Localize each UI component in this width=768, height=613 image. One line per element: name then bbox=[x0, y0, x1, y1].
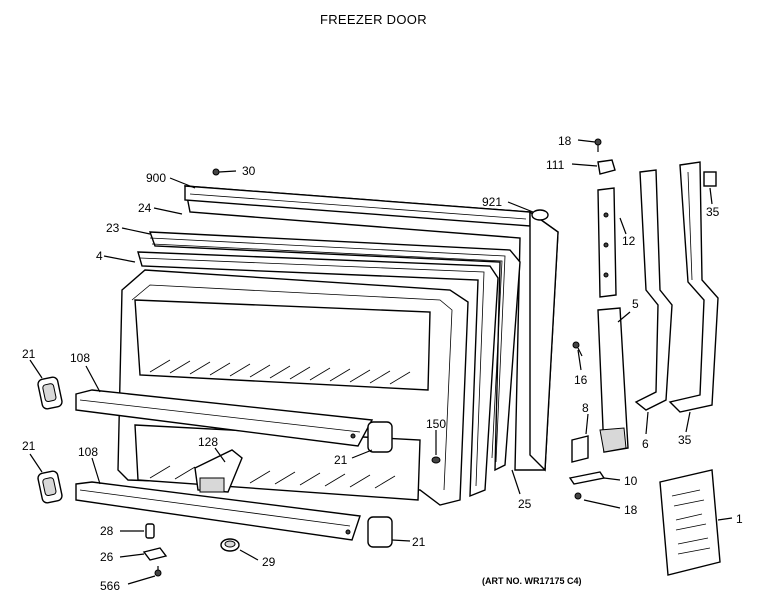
callout-128: 128 bbox=[198, 435, 218, 449]
door-stop-clip-8 bbox=[571, 435, 589, 463]
callout-900: 900 bbox=[146, 171, 166, 185]
callout-26: 26 bbox=[100, 550, 114, 564]
callout-21-right-upper: 21 bbox=[334, 453, 348, 467]
screw-18-lower bbox=[574, 492, 582, 500]
callout-150: 150 bbox=[426, 417, 446, 431]
callout-16: 16 bbox=[574, 373, 588, 387]
hinge-plate-12 bbox=[597, 187, 617, 298]
callout-25: 25 bbox=[518, 497, 532, 511]
bracket-26 bbox=[142, 547, 168, 561]
shelf-support-bracket bbox=[194, 449, 243, 493]
callout-18-bottom: 18 bbox=[624, 503, 638, 517]
callout-8: 8 bbox=[582, 401, 589, 415]
callout-23: 23 bbox=[106, 221, 120, 235]
callout-35-handle: 35 bbox=[678, 433, 692, 447]
handle-insert-35 bbox=[703, 171, 717, 187]
upper-shelf-bar bbox=[75, 389, 374, 447]
diagram-title: FREEZER DOOR bbox=[320, 12, 427, 27]
door-liner-frame bbox=[137, 251, 499, 498]
callout-24: 24 bbox=[138, 201, 152, 215]
callout-35-insert: 35 bbox=[706, 205, 720, 219]
callout-111: 111 bbox=[546, 158, 565, 172]
callout-28: 28 bbox=[100, 524, 114, 538]
callout-566: 566 bbox=[100, 579, 120, 593]
door-gasket bbox=[148, 231, 521, 472]
leader-lines bbox=[29, 139, 733, 585]
callout-6: 6 bbox=[642, 437, 649, 451]
callout-21-left-lower: 21 bbox=[22, 439, 36, 453]
shelf-end-cap-right-upper bbox=[367, 421, 393, 453]
callout-18-top: 18 bbox=[558, 134, 572, 148]
callout-4: 4 bbox=[96, 249, 103, 263]
hinge-pin-10 bbox=[568, 471, 606, 485]
door-handle-6 bbox=[634, 169, 673, 411]
inner-door-liner bbox=[117, 269, 469, 506]
hinge-top-screw bbox=[594, 138, 602, 152]
callout-21-right-lower: 21 bbox=[412, 535, 426, 549]
screw-566 bbox=[154, 566, 162, 577]
callout-21-left-upper: 21 bbox=[22, 347, 36, 361]
instruction-booklet bbox=[659, 469, 721, 576]
art-number: (ART NO. WR17175 C4) bbox=[482, 576, 582, 586]
callout-12: 12 bbox=[622, 234, 636, 248]
callout-921: 921 bbox=[482, 195, 502, 209]
outer-door-panel bbox=[184, 185, 559, 472]
plug-921 bbox=[531, 209, 549, 221]
callout-1: 1 bbox=[736, 512, 743, 526]
callout-108-lower: 108 bbox=[78, 445, 98, 459]
pin-28 bbox=[145, 523, 155, 539]
callout-29: 29 bbox=[262, 555, 276, 569]
lower-shelf-bar bbox=[75, 481, 361, 541]
shelf-end-cap-right-lower bbox=[367, 516, 393, 548]
callout-108-upper: 108 bbox=[70, 351, 90, 365]
callout-10: 10 bbox=[624, 474, 638, 488]
screw-16 bbox=[572, 341, 583, 357]
callout-5: 5 bbox=[632, 297, 639, 311]
callout-30: 30 bbox=[242, 164, 256, 178]
screw-30 bbox=[212, 168, 237, 176]
hinge-bracket-111 bbox=[597, 159, 616, 175]
door-handle-35 bbox=[668, 161, 719, 413]
callout-labels: 18 111 30 900 921 24 23 4 12 35 5 16 21 … bbox=[22, 134, 743, 593]
screw-150 bbox=[431, 456, 441, 464]
door-stop-5 bbox=[597, 307, 629, 453]
